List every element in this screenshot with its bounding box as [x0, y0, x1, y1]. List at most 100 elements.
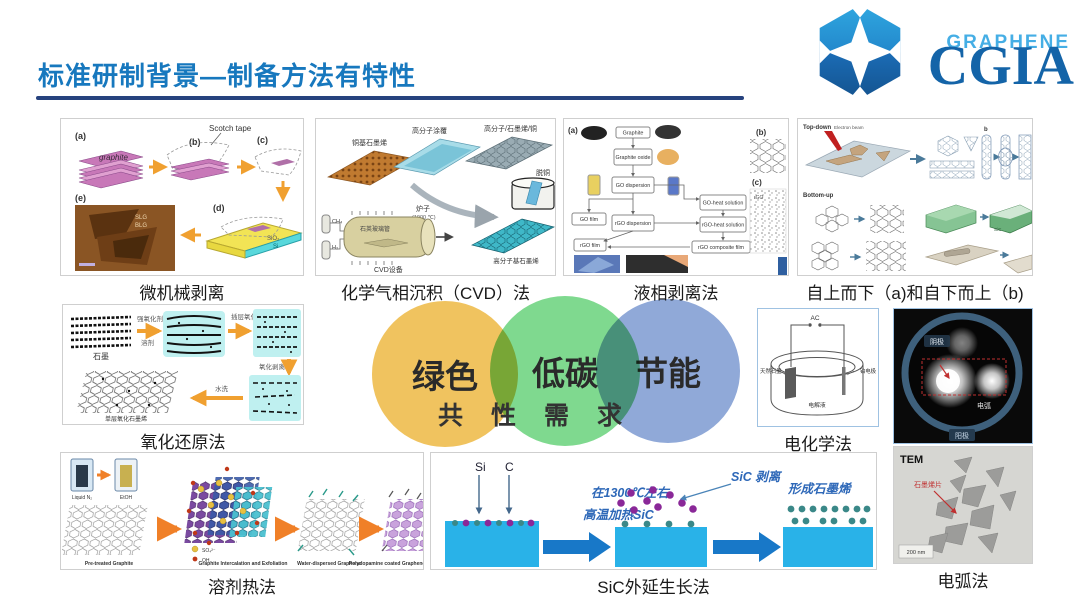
polydopamine-icon: Polydopamine coated Graphene: [349, 488, 423, 567]
venn-circle-energy: 节能: [596, 299, 740, 443]
slg-label: SLG: [135, 215, 147, 221]
arc-core: [936, 369, 960, 393]
exfoliated-block-icon: [249, 375, 301, 421]
si-label: Si: [273, 244, 278, 250]
sic-wedges-icon: SiC: [925, 204, 1032, 234]
ebeam-substrate-icon: Electron beam: [804, 125, 912, 178]
graphite-powder-icon: [581, 126, 607, 140]
blg-label: BLG: [135, 223, 147, 229]
oxide-powder-icon: [657, 149, 679, 165]
intercalated-block-icon: [163, 311, 225, 357]
cvd-sheet2-label: 高分子涂覆: [412, 126, 447, 135]
lattice-sketch-icon: [750, 139, 786, 173]
graphite-dish-icon: [655, 125, 681, 139]
cvd-sheet1-label: 铜基石墨烯: [352, 138, 387, 147]
photo-strip-icon: [778, 257, 787, 275]
etoh-beaker-icon: EtOH: [114, 458, 138, 501]
svg-text:Graphite oxide: Graphite oxide: [615, 155, 650, 161]
step4-label: Polydopamine coated Graphene: [349, 561, 423, 567]
panel-solvothermal: Liquid N₂ EtOH Pre-treated Graphite: [60, 452, 424, 598]
panel-liquid: (a) Graphite Graphite oxide: [563, 118, 789, 304]
sic-block1: [445, 521, 539, 567]
flow-box: rGO-heat solution: [699, 216, 747, 233]
polymer-graphene-product-icon: 高分子基石墨烯: [471, 218, 555, 265]
arc-glow3: [946, 327, 978, 359]
svg-text:GO dispersion: GO dispersion: [616, 183, 650, 189]
n2-label: Liquid N₂: [72, 495, 92, 501]
flow-arrows: [587, 138, 725, 249]
cvd-sheet3-label: 高分子/石墨烯/铜: [484, 124, 537, 133]
graphite-stack-icon: graphite: [78, 150, 144, 189]
arc-label: 电弧: [977, 401, 991, 410]
caption-mechanical: 微机械剥离: [139, 284, 225, 303]
svg-text:GO film: GO film: [580, 217, 599, 223]
pt-electrode-icon: [842, 367, 846, 395]
sic-block3: [783, 527, 873, 567]
panel-redox: 石墨 强氧化剂 溶剂 插层氧化: [62, 304, 304, 453]
step3-label: Water-dispersed Graphene: [297, 561, 361, 567]
tape-with-stack-icon: [166, 142, 230, 181]
leader-line: [846, 370, 855, 376]
substrate-icon: SiO₂ Si: [205, 216, 303, 259]
label-b: (b): [189, 137, 201, 147]
logo-cgia-text: CGIA: [927, 35, 1074, 97]
rgo-vial-icon: [667, 176, 680, 196]
caption-electrochemical: 电化学法: [784, 435, 852, 454]
oh-dots: [186, 466, 260, 546]
caption-solvothermal: 溶剂热法: [208, 578, 276, 597]
panel-sic: Si C 在1300℃左右 高温加热SiC: [430, 452, 877, 598]
pt-label: 铂电极: [860, 367, 877, 375]
graphite-layers-icon: [70, 315, 132, 349]
tem-flakes-icon: [927, 456, 1017, 554]
cvd-product-label: 高分子基石墨烯: [493, 256, 539, 265]
cathode-chip: [924, 335, 950, 347]
microscope-photo-icon: SLG BLG: [75, 205, 175, 271]
venn-label-2: 低碳: [532, 357, 598, 393]
oxidized-block-icon: [253, 309, 301, 357]
so4-dots: [197, 479, 247, 525]
scotch-tape-label: Scotch tape: [209, 124, 252, 133]
flow-box: GO film: [571, 212, 607, 226]
caption-liquid: 液相剥离法: [633, 284, 719, 303]
block1-dots: [452, 519, 535, 527]
anode-chip: [949, 429, 975, 441]
go-sheet-icon: 单层氧化石墨烯: [76, 371, 179, 423]
natural-graphite-label: 天然石墨: [760, 367, 782, 375]
venn-subtitle: 共性需求: [438, 403, 651, 430]
caption-sic: SiC外延生长法: [597, 578, 710, 597]
water-dispersed-icon: Water-dispersed Graphene: [297, 488, 365, 567]
tape-with-flake-icon: [254, 148, 302, 176]
hexagon-logo-icon: [819, 4, 901, 100]
cvd-furnace-tube-icon: 石英玻璃管 CVD设备: [343, 211, 454, 274]
flow-box: rGO composite film: [691, 240, 751, 254]
photo-film-icon: [578, 257, 614, 273]
gas-cylinders-icon: CH₄ H₂: [321, 214, 344, 260]
cut-shapes-icon: [929, 135, 979, 179]
block2-surface-dots: [621, 520, 695, 528]
tem-label: TEM: [900, 454, 923, 466]
curved-arrow-icon: [410, 182, 499, 229]
label-a: (a): [75, 131, 86, 141]
rgo-network-icon: [749, 188, 787, 254]
polymer-graphene-copper-sheet-icon: [464, 136, 554, 170]
panel-topdown: Top-down Electron beam b: [797, 118, 1033, 304]
label-a: (a): [568, 126, 578, 135]
caption-cvd: 化学气相沉积（CVD）法: [341, 284, 530, 303]
panel-cvd: 铜基石墨烯 高分子涂覆 高分子/石墨烯/铜 脱铜: [315, 118, 556, 304]
flow-box: Graphite oxide: [613, 148, 653, 166]
functional-groups: [297, 488, 359, 556]
photo-dark-icon: [626, 255, 688, 273]
si-label: Si: [475, 460, 486, 474]
sic-label: SiC: [994, 227, 1002, 232]
arc-pointer-arrow-icon: [939, 364, 950, 379]
venn-circle-green: 绿色: [372, 301, 518, 447]
gas1-label: CH₄: [332, 219, 343, 225]
leader-line: [210, 132, 222, 146]
peel-label: SiC 剥离: [731, 470, 783, 484]
panel-mechanical: (a) graphite Scotch tape (b): [60, 118, 304, 304]
flow-box: rGO dispersion: [611, 214, 655, 232]
go-product-label: 单层氧化石墨烯: [105, 415, 147, 423]
polymer-coated-sheet-icon: [393, 138, 481, 176]
svg-text:rGO dispersion: rGO dispersion: [615, 221, 651, 227]
arc-glow2: [974, 363, 1010, 399]
